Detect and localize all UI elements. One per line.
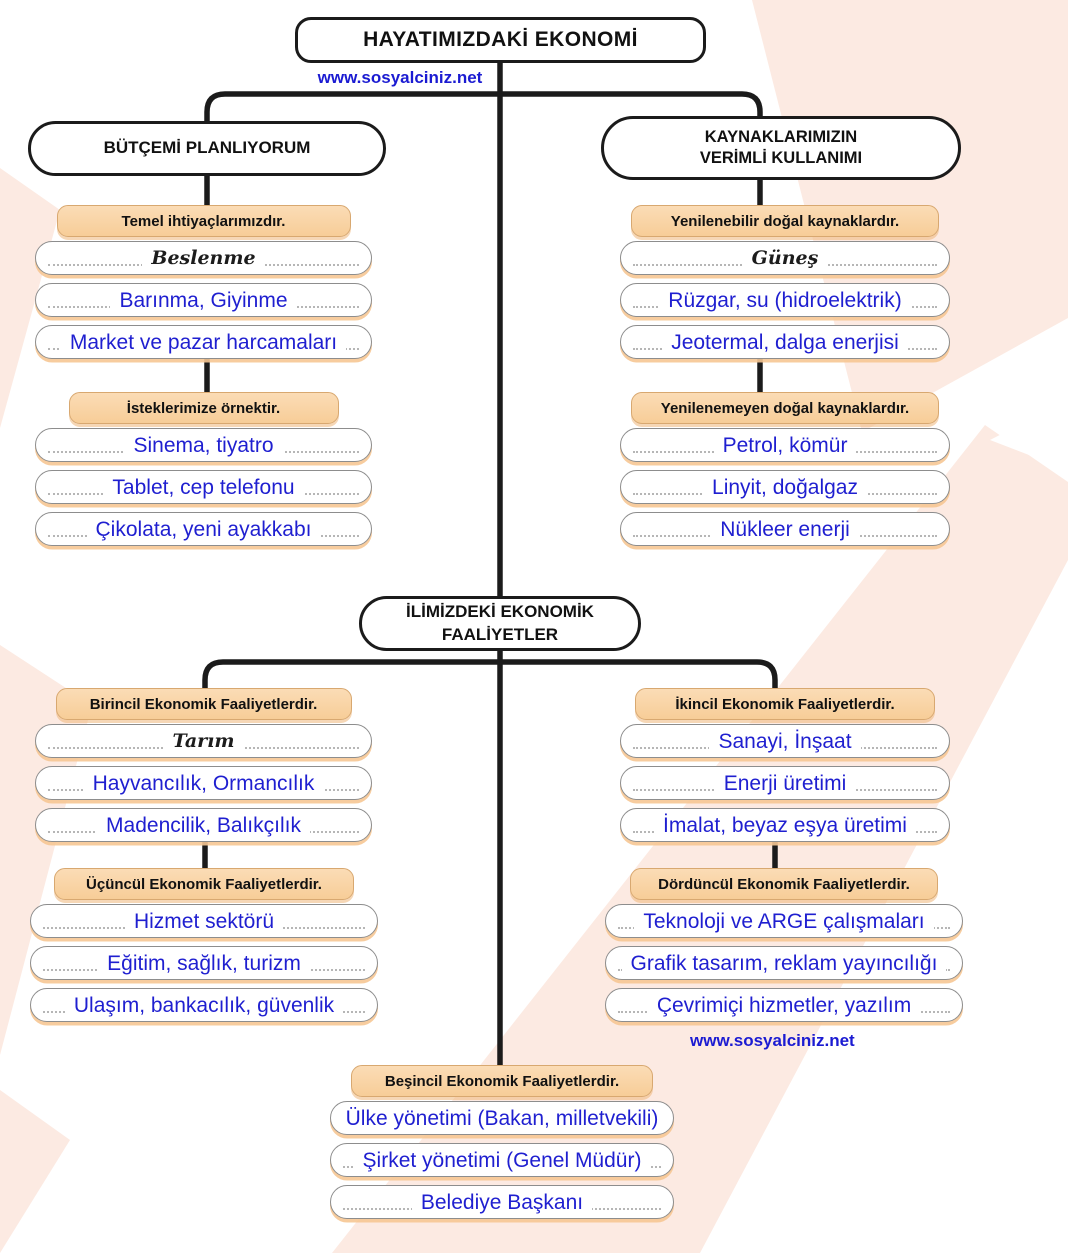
answer-pill: Linyit, doğalgaz: [620, 470, 950, 504]
answer-pill: Sinema, tiyatro: [35, 428, 372, 462]
answer-pill: Jeotermal, dalga enerjisi: [620, 325, 950, 359]
group-header: Yenilenemeyen doğal kaynaklardır.: [631, 392, 939, 424]
branch-budget: BÜTÇEMİ PLANLIYORUM: [28, 121, 386, 176]
group-header: Dördüncül Ekonomik Faaliyetlerdir.: [630, 868, 938, 900]
branch-city-economy: İLİMİZDEKİ EKONOMİK FAALİYETLER: [359, 596, 641, 651]
answer-pill: Belediye Başkanı: [330, 1185, 674, 1219]
answer-pill: Sanayi, İnşaat: [620, 724, 950, 758]
answer-pill: Ulaşım, bankacılık, güvenlik: [30, 988, 378, 1022]
group-header: Temel ihtiyaçlarımızdır.: [56, 205, 351, 237]
answer-pill: Eğitim, sağlık, turizm: [30, 946, 378, 980]
answer-pill: Şirket yönetimi (Genel Müdür): [330, 1143, 674, 1177]
answer-pill: Çikolata, yeni ayakkabı: [35, 512, 372, 546]
group-header: Birincil Ekonomik Faaliyetlerdir.: [55, 688, 352, 720]
answer-pill: İmalat, beyaz eşya üretimi: [620, 808, 950, 842]
group-header: İsteklerimize örnektir.: [68, 392, 339, 424]
group-header: Üçüncül Ekonomik Faaliyetlerdir.: [54, 868, 354, 900]
answer-pill: Hizmet sektörü: [30, 904, 378, 938]
answer-pill: Grafik tasarım, reklam yayıncılığı: [605, 946, 963, 980]
group-header: İkincil Ekonomik Faaliyetlerdir.: [635, 688, 935, 720]
branch-resources-line2: VERİMLİ KULLANIMI: [699, 149, 863, 167]
answer-pill: Nükleer enerji: [620, 512, 950, 546]
answer-pill: Barınma, Giyinme: [35, 283, 372, 317]
answer-pill: Rüzgar, su (hidroelektrik): [620, 283, 950, 317]
answer-pill: Tarım: [35, 724, 372, 758]
diagram-title: HAYATIMIZDAKİ EKONOMİ: [295, 17, 706, 63]
watermark-url-top: www.sosyalciniz.net: [317, 68, 483, 87]
answer-pill: Tablet, cep telefonu: [35, 470, 372, 504]
answer-pill: Enerji üretimi: [620, 766, 950, 800]
answer-pill: Teknoloji ve ARGE çalışmaları: [605, 904, 963, 938]
group-header: Beşincil Ekonomik Faaliyetlerdir.: [351, 1065, 653, 1097]
answer-pill: Güneş: [620, 241, 950, 275]
answer-pill: Ülke yönetimi (Bakan, milletvekili): [330, 1101, 674, 1135]
group-header: Yenilenebilir doğal kaynaklardır.: [631, 205, 939, 237]
watermark-url-bottom: www.sosyalciniz.net: [690, 1031, 855, 1050]
branch-city-line2: FAALİYETLER: [441, 624, 559, 644]
answer-pill: Beslenme: [35, 241, 372, 275]
answer-pill: Madencilik, Balıkçılık: [35, 808, 372, 842]
answer-pill: Petrol, kömür: [620, 428, 950, 462]
answer-pill: Hayvancılık, Ormancılık: [35, 766, 372, 800]
answer-pill: Çevrimiçi hizmetler, yazılım: [605, 988, 963, 1022]
branch-city-line1: İLİMİZDEKİ EKONOMİK: [406, 602, 594, 622]
answer-pill: Market ve pazar harcamaları: [35, 325, 372, 359]
branch-resources: KAYNAKLARIMIZIN VERİMLİ KULLANIMI: [601, 116, 961, 180]
branch-resources-line1: KAYNAKLARIMIZIN: [704, 127, 858, 146]
